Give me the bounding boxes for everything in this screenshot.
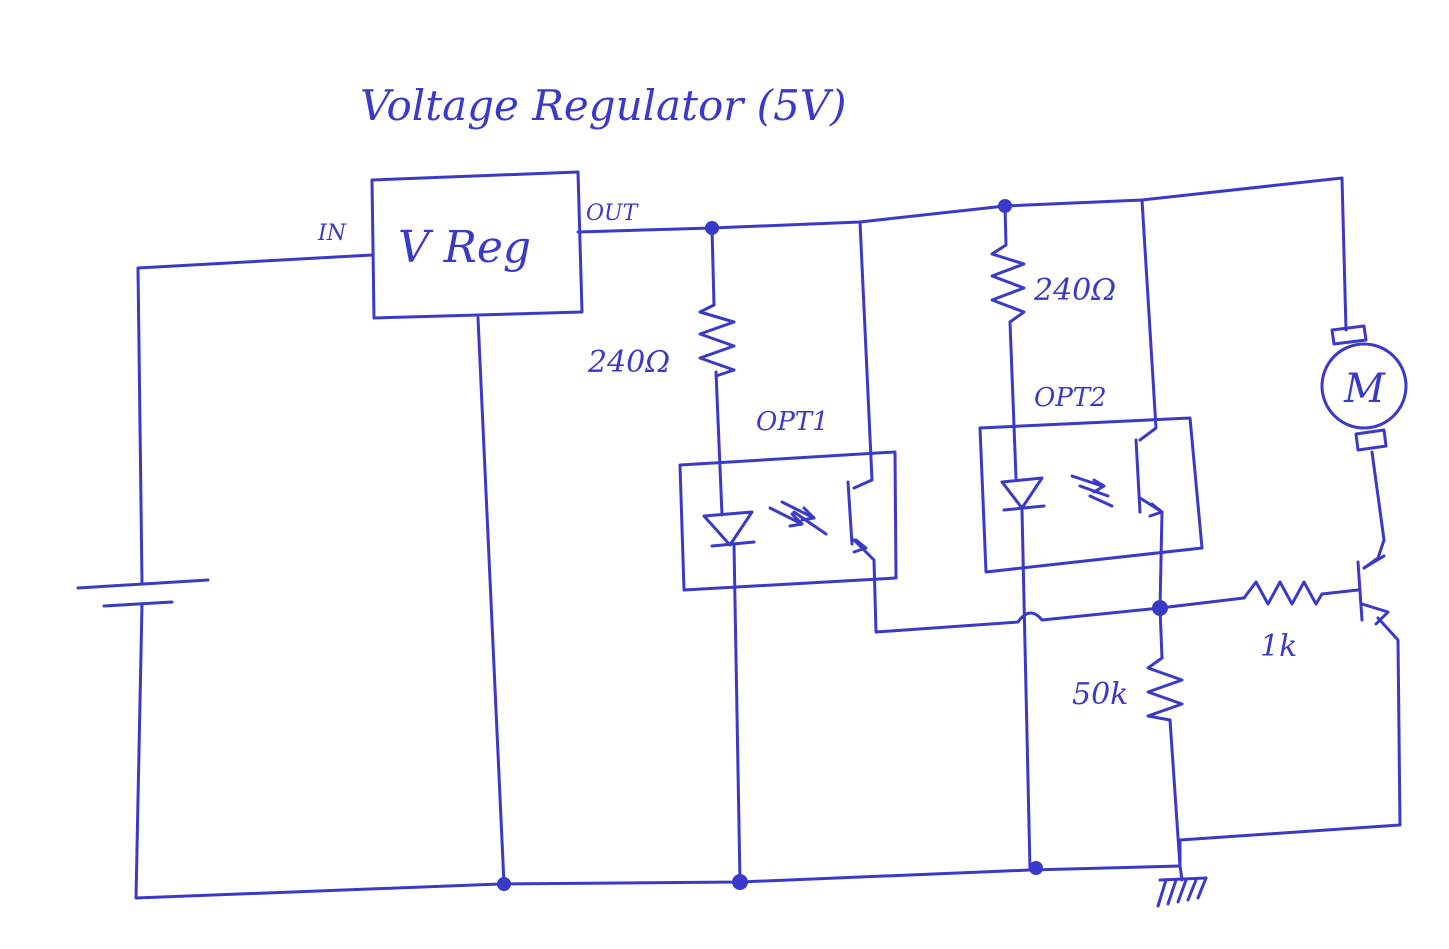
optocoupler-opt1: OPT1 bbox=[678, 407, 898, 592]
ground-icon bbox=[1156, 864, 1208, 908]
regulator-label: V Reg bbox=[398, 222, 531, 273]
resistor-r-pulldown-label: 50k bbox=[1072, 677, 1128, 712]
voltage-regulator: V Reg IN OUT bbox=[317, 170, 640, 320]
resistor-r2-label: 240Ω bbox=[1033, 273, 1116, 308]
optocoupler-opt2-label: OPT2 bbox=[1034, 383, 1107, 413]
resistor-r-base-label: 1k bbox=[1260, 629, 1297, 664]
wires bbox=[134, 176, 1402, 900]
resistor-r-pulldown: 50k bbox=[1072, 656, 1184, 722]
regulator-out-label: OUT bbox=[586, 201, 640, 226]
resistor-r2: 240Ω bbox=[990, 243, 1116, 324]
resistor-r1: 240Ω bbox=[587, 303, 736, 380]
resistor-r-base: 1k bbox=[1242, 580, 1324, 664]
battery-symbol bbox=[76, 578, 210, 608]
motor: M bbox=[1320, 324, 1408, 452]
output-transistor bbox=[1356, 554, 1390, 626]
regulator-in-label: IN bbox=[317, 221, 347, 246]
light-arrows-icon bbox=[768, 500, 828, 536]
junction-dots bbox=[497, 199, 1168, 891]
resistor-r1-label: 240Ω bbox=[587, 345, 670, 380]
optocoupler-opt1-label: OPT1 bbox=[756, 407, 829, 437]
optocoupler-opt2: OPT2 bbox=[978, 383, 1204, 574]
diagram-title: Voltage Regulator (5V) bbox=[360, 81, 847, 130]
motor-label: M bbox=[1343, 366, 1386, 412]
light-arrows-icon bbox=[1070, 474, 1114, 508]
